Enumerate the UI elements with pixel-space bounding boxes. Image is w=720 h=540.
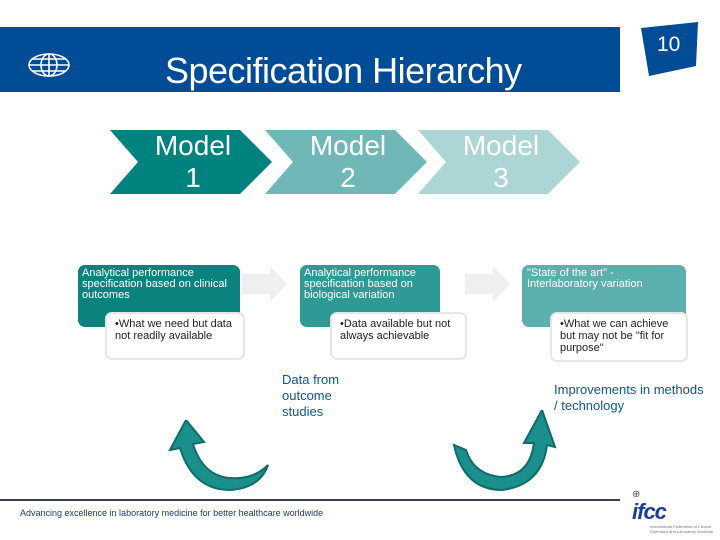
- globe-icon: [28, 53, 70, 77]
- right-arrow-icon: [242, 266, 287, 302]
- card-clinical-detail: •What we need but data not readily avail…: [105, 312, 245, 360]
- footer-tagline: Advancing excellence in laboratory medic…: [20, 508, 324, 518]
- globe-icon: ⊕: [632, 489, 641, 500]
- ifcc-logo: ⊕ ifcc International Federation of Clini…: [630, 489, 718, 540]
- curved-arrow-right-icon: [452, 410, 557, 492]
- card-biological-title: Analytical performance specification bas…: [304, 267, 416, 301]
- page-title: Specification Hierarchy: [165, 50, 522, 91]
- header-band: [0, 27, 620, 92]
- footer-divider: [0, 499, 620, 501]
- model-2-chevron: [265, 130, 427, 194]
- ifcc-logo-subtitle: International Federation of Clinical Che…: [650, 524, 714, 534]
- ifcc-logo-text: ifcc: [632, 499, 667, 524]
- curved-arrow-left-icon: [168, 420, 269, 492]
- model-1-chevron: [110, 130, 272, 194]
- page-number: 10: [657, 33, 681, 56]
- card-clinical-title: Analytical performance specification bas…: [82, 267, 227, 301]
- page-number-badge: [641, 22, 698, 76]
- note-outcome-studies: Data from outcome studies: [282, 372, 340, 419]
- model-3-chevron: [418, 130, 580, 194]
- card-biological-detail: •Data available but not always achievabl…: [330, 312, 467, 360]
- note-improvements: Improvements in methods / technology: [554, 382, 704, 413]
- card-state-of-art-title: "State of the art" - Interlaboratory var…: [527, 267, 643, 290]
- card-state-of-art-detail: •What we can achieve but may not be "fit…: [550, 312, 688, 362]
- right-arrow-icon: [465, 266, 510, 302]
